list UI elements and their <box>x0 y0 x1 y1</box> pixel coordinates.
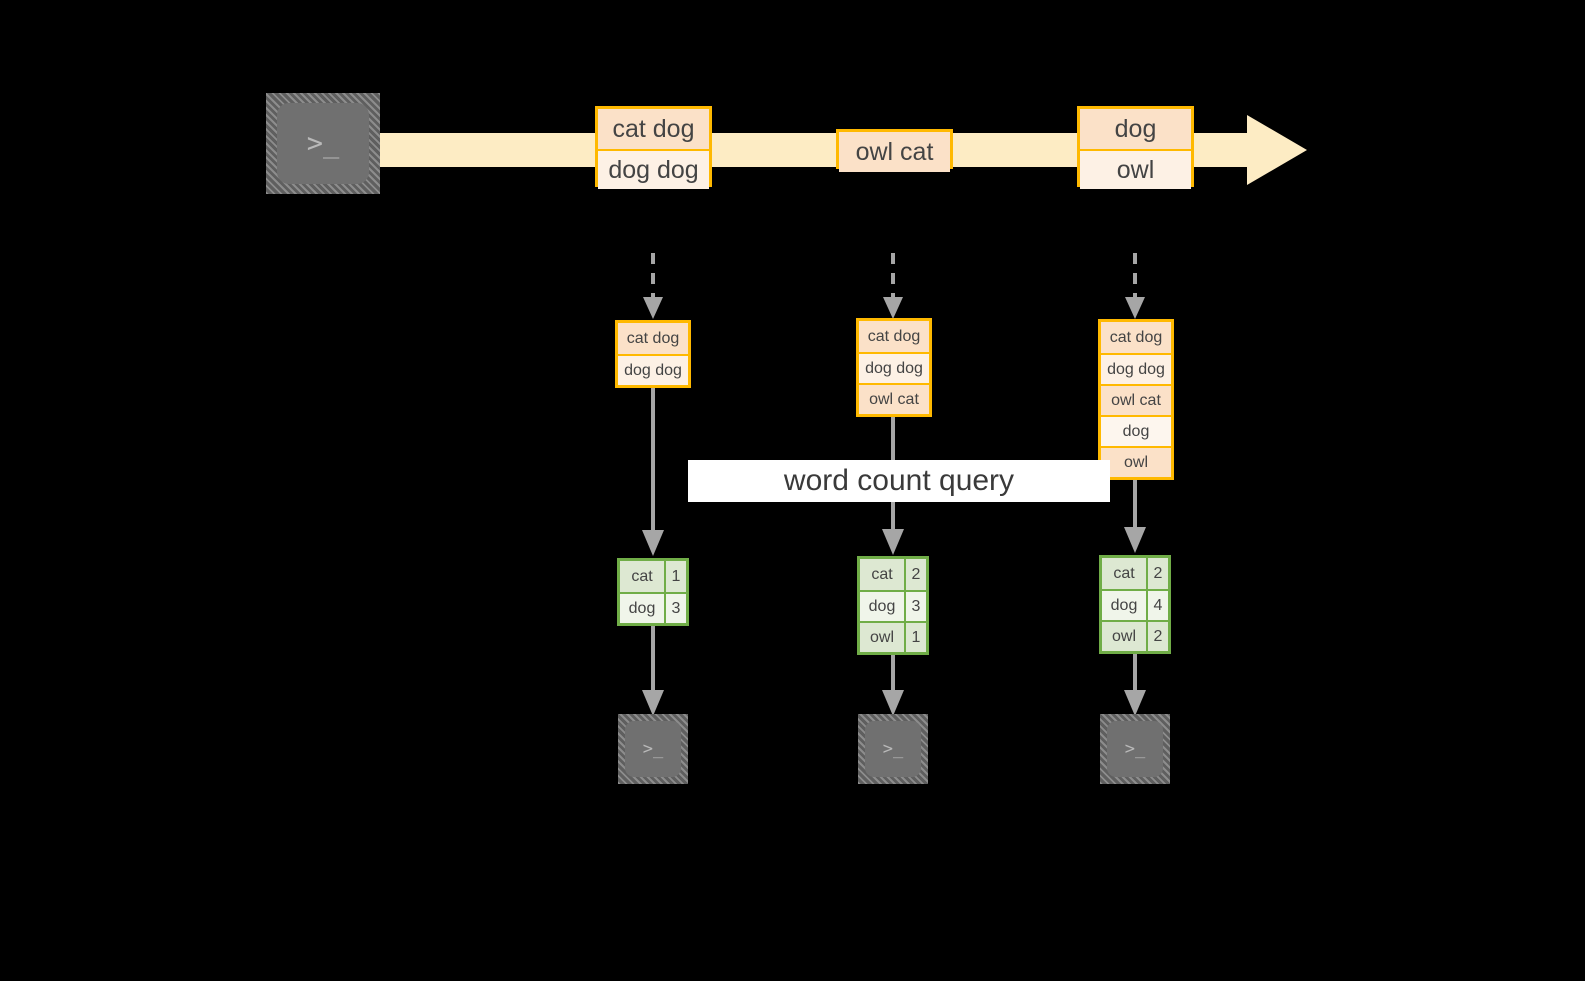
stream-event-batch-1[interactable]: cat dog dog dog <box>595 106 712 189</box>
stream-event-row: owl <box>1080 149 1191 189</box>
stream-state-row: cat dog <box>1101 322 1171 353</box>
connector-state-to-result-3 <box>1122 480 1148 555</box>
sink-terminal-body <box>625 721 681 777</box>
connector-result-to-sink-3 <box>1122 654 1148 718</box>
connector-stream-to-state-3 <box>1122 253 1148 321</box>
stream-event-row: dog <box>1080 109 1191 149</box>
result-table-stage-1[interactable]: cat 1 dog 3 <box>617 558 689 626</box>
connector-result-to-sink-1 <box>640 626 666 718</box>
result-word: cat <box>1102 558 1146 589</box>
connector-stream-to-state-1 <box>640 253 666 321</box>
sink-terminal-stage-1[interactable]: >_ <box>618 714 688 784</box>
result-count: 1 <box>904 623 926 652</box>
result-word: owl <box>860 623 904 652</box>
stream-state-row: owl <box>1101 446 1171 477</box>
result-word: dog <box>860 592 904 621</box>
stream-event-row: owl cat <box>839 132 950 172</box>
result-count: 3 <box>664 594 686 623</box>
connector-state-to-result-1 <box>640 388 666 558</box>
stream-state-row: dog dog <box>859 352 929 383</box>
terminal-prompt-icon: >_ <box>306 128 340 159</box>
result-word: cat <box>620 561 664 592</box>
result-row: dog 3 <box>620 592 686 623</box>
result-row: cat 1 <box>620 561 686 592</box>
stream-event-batch-2[interactable]: owl cat <box>836 129 953 172</box>
stream-event-batch-3[interactable]: dog owl <box>1077 106 1194 189</box>
terminal-prompt-icon: >_ <box>882 738 904 759</box>
stream-event-row: cat dog <box>598 109 709 149</box>
source-terminal[interactable]: >_ <box>266 93 380 194</box>
result-count: 1 <box>664 561 686 592</box>
result-count: 2 <box>1146 622 1168 651</box>
stream-state-row: dog dog <box>1101 353 1171 384</box>
result-row: cat 2 <box>1102 558 1168 589</box>
result-word: dog <box>620 594 664 623</box>
result-row: owl 2 <box>1102 620 1168 651</box>
stream-state-stage-3[interactable]: cat dog dog dog owl cat dog owl <box>1098 319 1174 480</box>
query-label-text: word count query <box>783 464 1015 497</box>
result-row: dog 4 <box>1102 589 1168 620</box>
result-table-stage-2[interactable]: cat 2 dog 3 owl 1 <box>857 556 929 655</box>
result-table-stage-3[interactable]: cat 2 dog 4 owl 2 <box>1099 555 1171 654</box>
result-count: 2 <box>904 559 926 590</box>
result-row: cat 2 <box>860 559 926 590</box>
query-label: word count query <box>688 460 1110 502</box>
sink-terminal-stage-2[interactable]: >_ <box>858 714 928 784</box>
result-count: 3 <box>904 592 926 621</box>
connector-result-to-sink-2 <box>880 655 906 718</box>
stream-state-row: dog <box>1101 415 1171 446</box>
result-word: owl <box>1102 622 1146 651</box>
sink-terminal-body <box>1107 721 1163 777</box>
stream-event-row: dog dog <box>598 149 709 189</box>
stream-state-stage-1[interactable]: cat dog dog dog <box>615 320 691 388</box>
result-row: dog 3 <box>860 590 926 621</box>
result-word: dog <box>1102 591 1146 620</box>
terminal-prompt-icon: >_ <box>642 738 664 759</box>
result-count: 2 <box>1146 558 1168 589</box>
sink-terminal-body <box>865 721 921 777</box>
result-row: owl 1 <box>860 621 926 652</box>
stream-state-stage-2[interactable]: cat dog dog dog owl cat <box>856 318 932 417</box>
result-count: 4 <box>1146 591 1168 620</box>
stream-state-row: owl cat <box>1101 384 1171 415</box>
connector-stream-to-state-2 <box>880 253 906 321</box>
terminal-prompt-icon: >_ <box>1124 738 1146 759</box>
source-terminal-body <box>277 103 369 184</box>
stream-state-row: dog dog <box>618 354 688 385</box>
result-word: cat <box>860 559 904 590</box>
stream-state-row: cat dog <box>859 321 929 352</box>
sink-terminal-stage-3[interactable]: >_ <box>1100 714 1170 784</box>
stream-state-row: owl cat <box>859 383 929 414</box>
stream-state-row: cat dog <box>618 323 688 354</box>
